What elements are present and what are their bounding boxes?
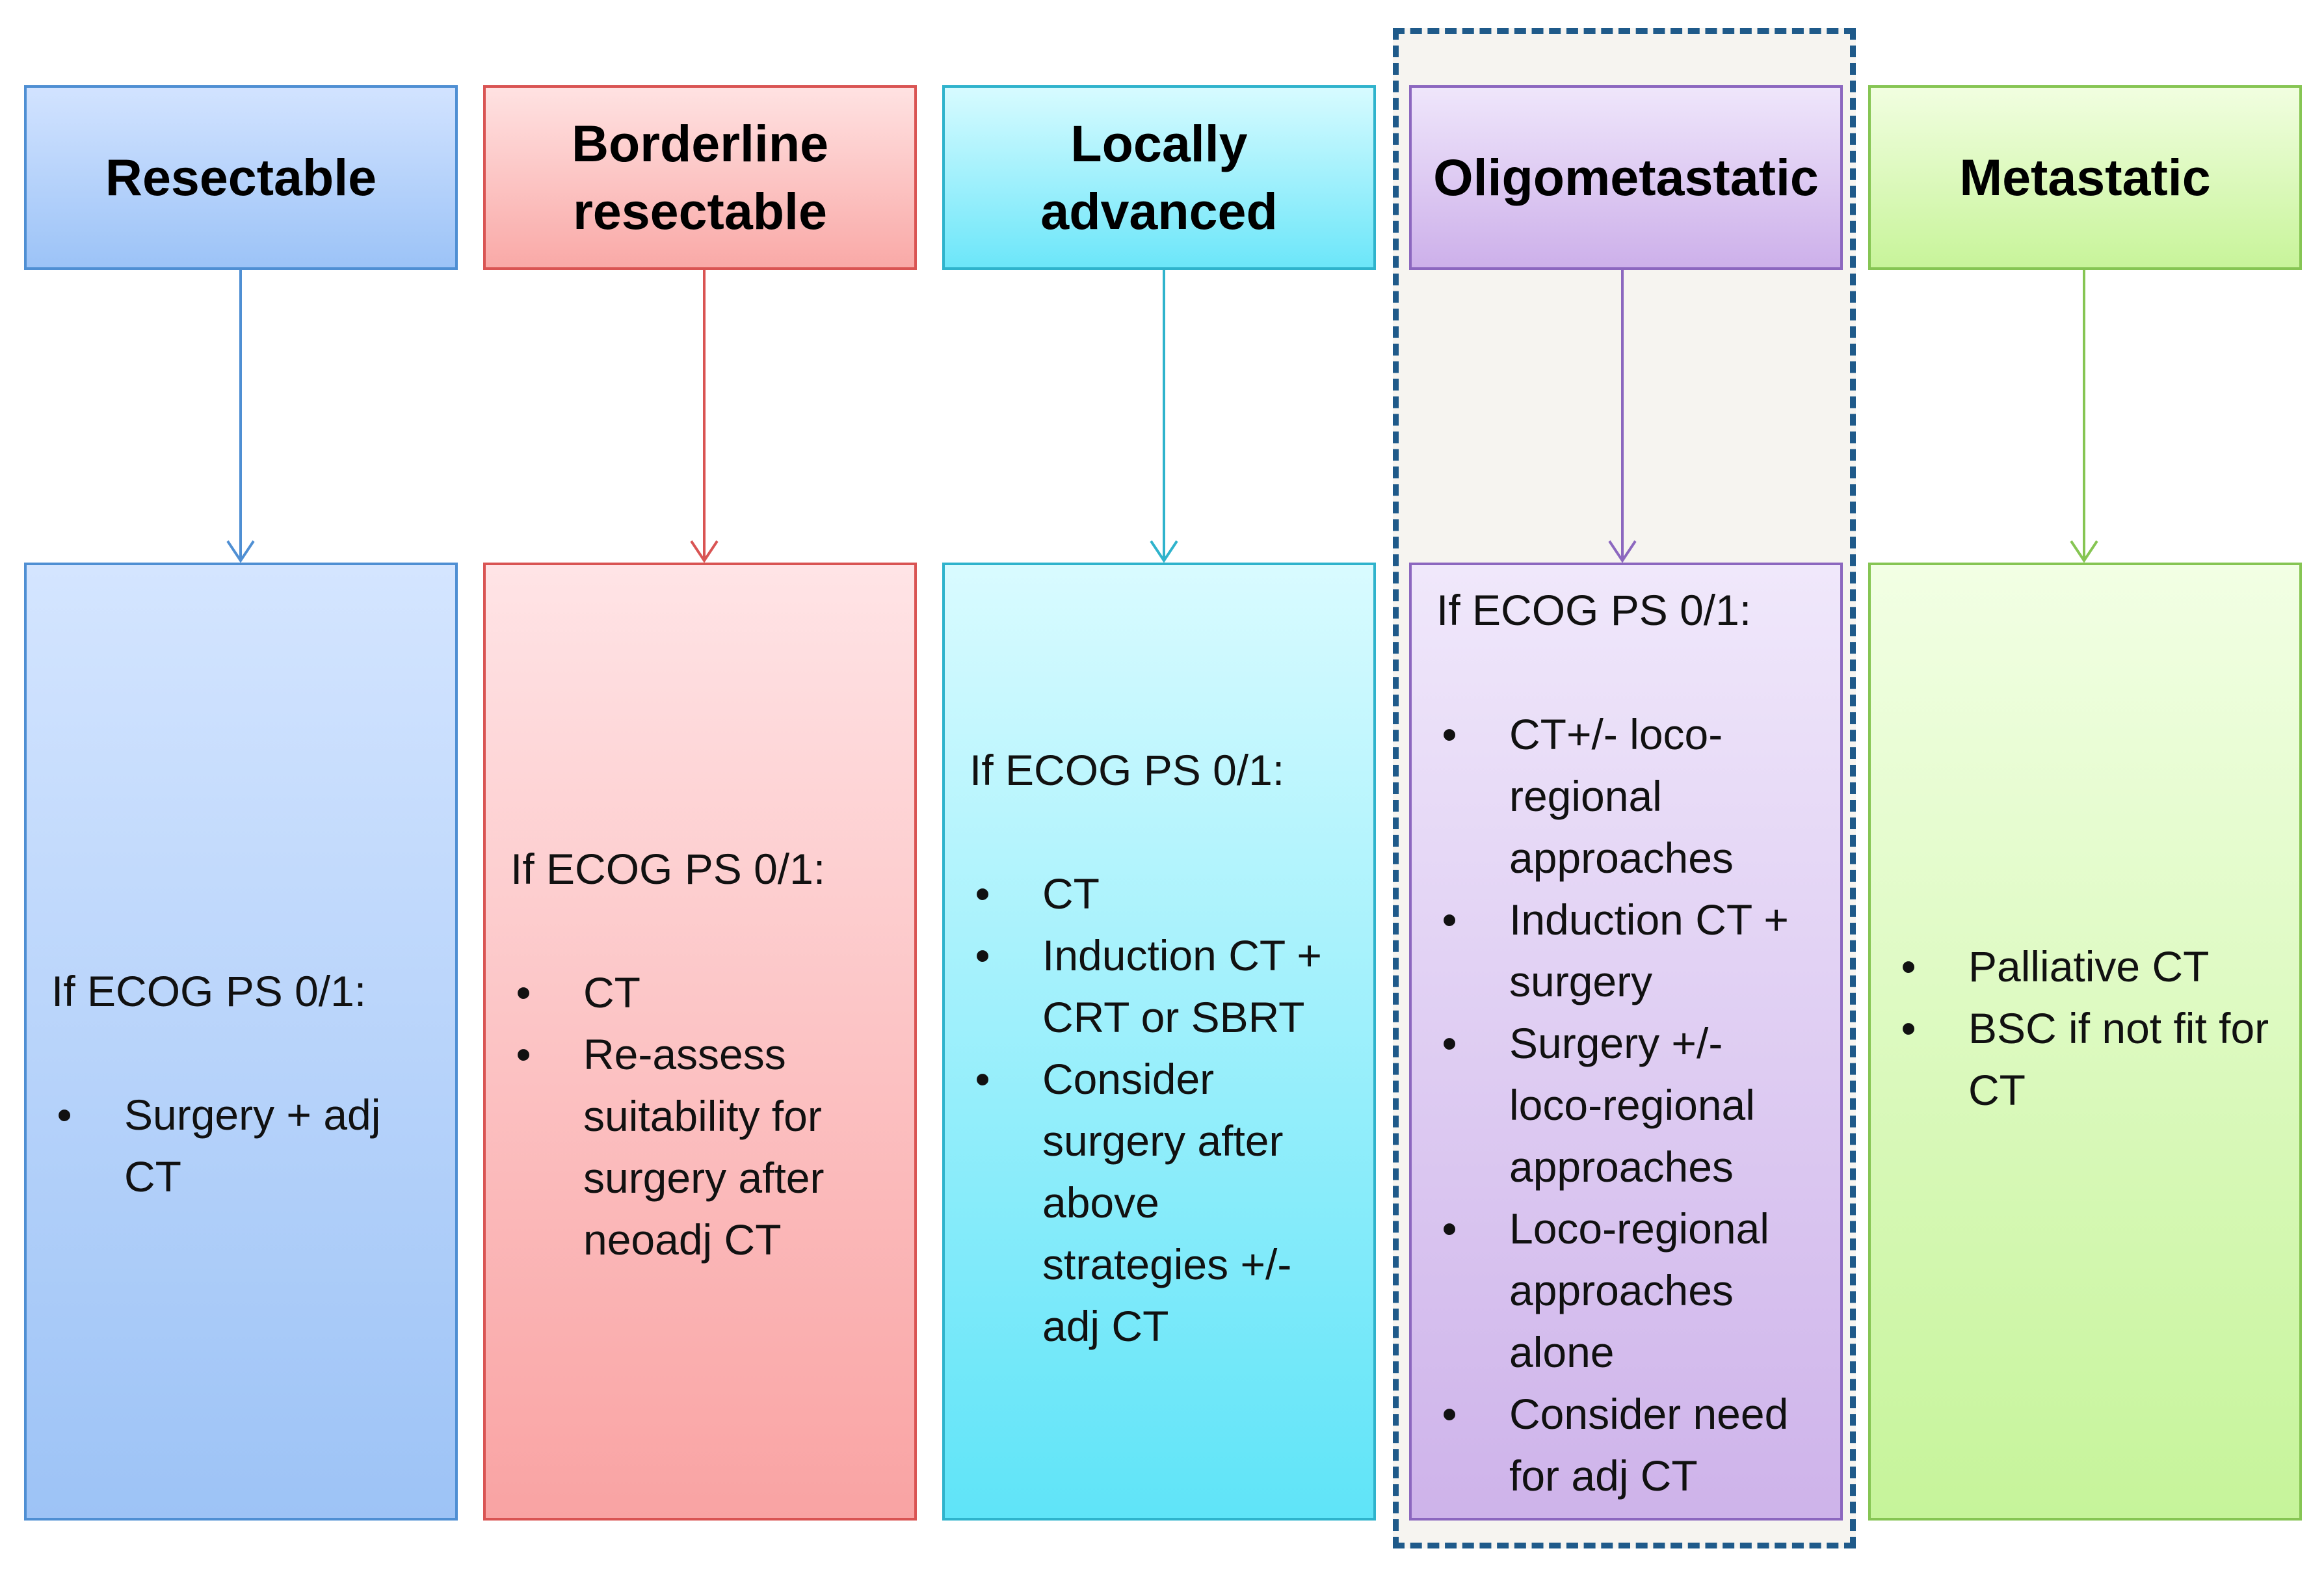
stage-header-label: Resectable: [105, 148, 377, 206]
treatment-box-locally-advanced: If ECOG PS 0/1: •CT •Induction CT + CRT …: [942, 563, 1376, 1521]
arrow-locally-advanced: [1150, 270, 1178, 563]
arrow-borderline-resectable: [690, 270, 719, 563]
arrow-oligometastatic: [1608, 270, 1637, 563]
bullet-icon: •: [516, 1030, 531, 1078]
treatment-list: •CT •Induction CT + CRT or SBRT •Conside…: [970, 863, 1354, 1357]
stage-header-locally-advanced: Locally advanced: [942, 85, 1376, 270]
bullet-icon: •: [975, 931, 990, 979]
stage-header-label: Oligometastatic: [1433, 148, 1819, 206]
treatment-item: •CT+/- loco-regional approaches: [1436, 704, 1821, 889]
treatment-intro: If ECOG PS 0/1:: [51, 966, 367, 1015]
treatment-intro: If ECOG PS 0/1:: [970, 745, 1285, 794]
treatment-item: •BSC if not fit for CT: [1895, 998, 2280, 1121]
treatment-item: •CT: [510, 962, 895, 1024]
stage-header-label: Metastatic: [1959, 148, 2211, 206]
bullet-icon: •: [1442, 1019, 1457, 1067]
treatment-box-metastatic: •Palliative CT •BSC if not fit for CT: [1868, 563, 2302, 1521]
treatment-item: •Palliative CT: [1895, 936, 2280, 998]
bullet-icon: •: [975, 1054, 990, 1103]
treatment-box-resectable: If ECOG PS 0/1: •Surgery + adj CT: [24, 563, 458, 1521]
arrow-metastatic: [2070, 270, 2098, 563]
treatment-item: •Re-assess suitability for surgery after…: [510, 1024, 895, 1271]
treatment-intro: If ECOG PS 0/1:: [1436, 586, 1752, 634]
bullet-icon: •: [1442, 1390, 1457, 1438]
bullet-icon: •: [1442, 710, 1457, 758]
bullet-icon: •: [1901, 1004, 1916, 1052]
treatment-list: •CT •Re-assess suitability for surgery a…: [510, 962, 895, 1271]
stage-header-label: Locally advanced: [1040, 114, 1278, 240]
treatment-item: •Consider surgery after above strategies…: [970, 1048, 1354, 1357]
stage-header-resectable: Resectable: [24, 85, 458, 270]
bullet-icon: •: [1901, 942, 1916, 990]
treatment-item: •CT: [970, 863, 1354, 925]
arrow-resectable: [226, 270, 255, 563]
bullet-icon: •: [1442, 896, 1457, 944]
stage-header-label: Borderline resectable: [571, 114, 829, 240]
treatment-item: •Consider need for adj CT: [1436, 1383, 1821, 1507]
treatment-item: •Induction CT + surgery: [1436, 889, 1821, 1013]
treatment-list: •Surgery + adj CT: [51, 1084, 436, 1208]
stage-header-borderline-resectable: Borderline resectable: [483, 85, 917, 270]
stage-header-oligometastatic: Oligometastatic: [1409, 85, 1843, 270]
bullet-icon: •: [516, 968, 531, 1016]
treatment-item: •Induction CT + CRT or SBRT: [970, 925, 1354, 1048]
treatment-item: •Surgery +/- loco-regional approaches: [1436, 1013, 1821, 1198]
treatment-list: •Palliative CT •BSC if not fit for CT: [1895, 936, 2280, 1121]
treatment-intro: If ECOG PS 0/1:: [510, 845, 826, 893]
treatment-item: •Loco-regional approaches alone: [1436, 1198, 1821, 1383]
treatment-box-borderline-resectable: If ECOG PS 0/1: •CT •Re-assess suitabili…: [483, 563, 917, 1521]
treatment-box-oligometastatic: If ECOG PS 0/1: •CT+/- loco-regional app…: [1409, 563, 1843, 1521]
treatment-list: •CT+/- loco-regional approaches •Inducti…: [1436, 704, 1821, 1507]
bullet-icon: •: [975, 869, 990, 918]
stage-header-metastatic: Metastatic: [1868, 85, 2302, 270]
bullet-icon: •: [1442, 1204, 1457, 1253]
bullet-icon: •: [57, 1090, 72, 1139]
treatment-item: •Surgery + adj CT: [51, 1084, 436, 1208]
